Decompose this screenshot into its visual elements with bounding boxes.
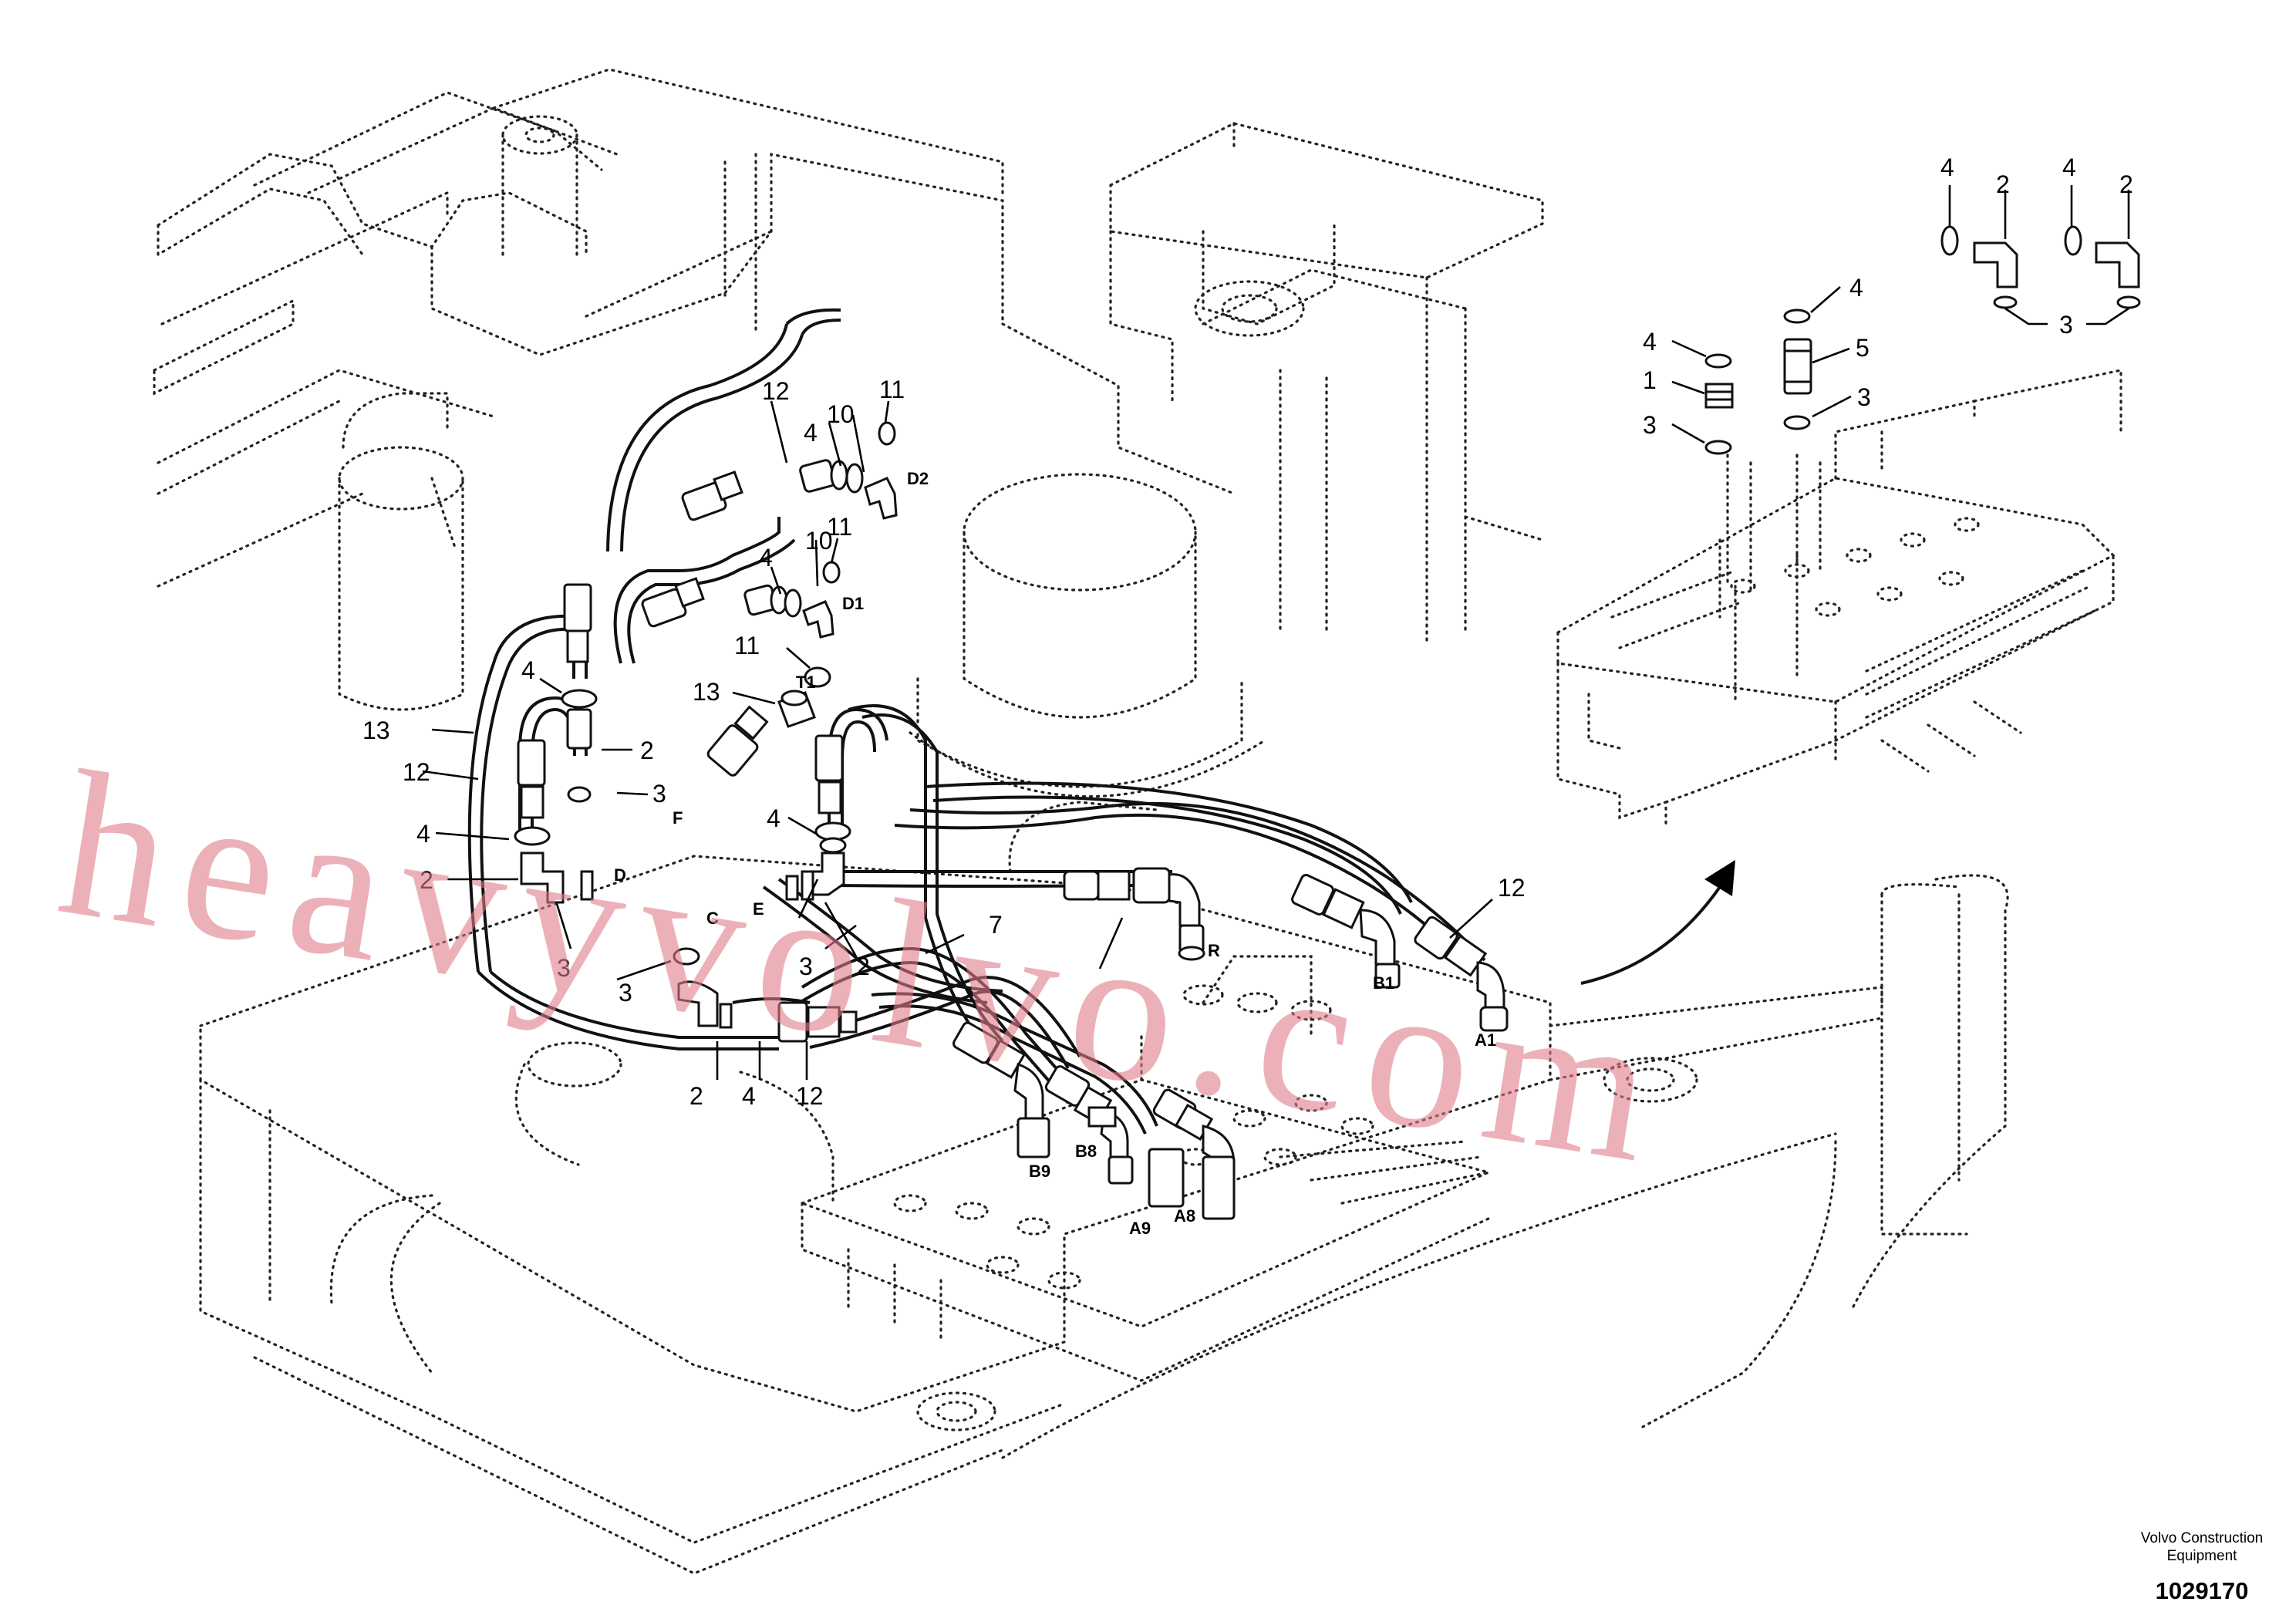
callout-7-right: 12 <box>1498 874 1526 902</box>
callout-2-mid-left: 2 <box>420 866 433 894</box>
port-r: R <box>1208 941 1220 960</box>
callout-2-bottom: 2 <box>689 1082 703 1110</box>
o-ring-3-inset-c <box>1993 295 2018 309</box>
callout-13: 13 <box>362 717 390 744</box>
callout-4-inset-a: 4 <box>1643 328 1657 356</box>
elbow-2-e <box>808 851 845 896</box>
hose-assemblies <box>467 308 1486 1135</box>
port-b1: B1 <box>1373 973 1394 993</box>
callout-7-bottom: 12 <box>796 1082 824 1110</box>
callout-5-inset: 5 <box>1856 334 1870 362</box>
callout-2-inset-c: 2 <box>1996 170 2010 198</box>
callout-3-inset-b: 3 <box>1857 383 1871 411</box>
watermark-text: heavyvolvo.com <box>47 727 1683 1209</box>
elbow-c <box>677 980 719 1027</box>
adapter-5-inset <box>1783 338 1812 395</box>
o-ring-3-inset-d <box>2116 295 2141 309</box>
callout-10-top: 10 <box>827 400 855 428</box>
callout-11-top: 11 <box>879 376 905 403</box>
elbow-2-inset <box>1973 241 2018 288</box>
elbow-2-left <box>520 851 565 904</box>
o-ring-4-mid <box>514 826 551 846</box>
callout-3-e: 3 <box>799 953 813 980</box>
callout-3-inset-c: 3 <box>2059 311 2073 339</box>
port-a8: A8 <box>1174 1206 1195 1226</box>
o-ring-4-inset-d <box>2064 225 2082 256</box>
transfer-arrowhead <box>1704 860 1735 896</box>
o-ring-3-left <box>567 786 592 803</box>
callout-3-mid-left: 3 <box>557 954 571 982</box>
callout-4-mid: 4 <box>759 544 773 572</box>
port-c: C <box>706 909 719 928</box>
callout-3-c: 3 <box>619 979 632 1007</box>
callout-4-left: 4 <box>521 656 535 684</box>
callout-9: 12 <box>762 377 790 405</box>
adapter-1-inset <box>1704 383 1734 409</box>
transfer-arrow <box>1580 885 1721 985</box>
o-ring-3-inset <box>1704 440 1732 455</box>
o-ring-11 <box>804 666 831 688</box>
port-t1: T1 <box>796 673 816 692</box>
callout-4-inset-c: 4 <box>1940 153 1954 181</box>
company-name-line2: Equipment <box>2167 1548 2238 1564</box>
o-ring-4-inset-b <box>1783 309 1811 324</box>
o-ring-3-c <box>673 947 700 966</box>
figure-footer: Volvo Construction Equipment 1029170 <box>2141 1530 2263 1604</box>
port-d: D <box>614 865 626 885</box>
callout-3-inset-a: 3 <box>1643 411 1657 439</box>
figure-number: 1029170 <box>2156 1577 2249 1604</box>
callout-7-left: 12 <box>403 758 430 786</box>
callout-4-inset-b: 4 <box>1849 274 1863 302</box>
port-e: E <box>753 899 764 919</box>
o-ring-4-inset-c <box>1940 225 1959 256</box>
callout-6: 7 <box>989 911 1003 939</box>
main-fittings <box>514 421 1509 1220</box>
port-d1: D1 <box>842 594 864 613</box>
port-b9: B9 <box>1029 1162 1050 1181</box>
callout-2-inset-d: 2 <box>2119 170 2133 198</box>
callout-4-mid-left: 4 <box>416 820 430 848</box>
leader-lines <box>422 400 1493 1080</box>
callout-4-inset-d: 4 <box>2062 153 2076 181</box>
callout-10-mid: 10 <box>805 527 833 555</box>
machine-frame-outline <box>153 68 2009 1575</box>
company-name-line1: Volvo Construction <box>2141 1530 2263 1546</box>
port-a9: A9 <box>1129 1219 1151 1238</box>
inset-fittings <box>1671 185 2141 455</box>
port-b8: B8 <box>1075 1141 1097 1161</box>
port-a1: A1 <box>1475 1030 1496 1050</box>
o-ring-4-left <box>561 689 598 709</box>
callout-2-e: 2 <box>856 953 870 980</box>
callout-labels: 12 10 11 4 10 11 4 11 13 4 2 3 13 12 4 2… <box>362 153 2133 1110</box>
callout-11-mid: 11 <box>827 513 852 541</box>
callout-4-bottom: 4 <box>742 1082 756 1110</box>
port-f: F <box>673 808 683 828</box>
port-d2: D2 <box>907 469 929 488</box>
callout-3-left: 3 <box>652 780 666 808</box>
callout-12: 13 <box>693 678 720 706</box>
callout-4-e: 4 <box>767 804 781 832</box>
port-labels: D2 D1 T1 F D E C R B1 A1 B9 B8 A9 A8 <box>614 469 1496 1238</box>
callout-1-inset: 1 <box>1643 366 1657 394</box>
callout-2-left: 2 <box>640 737 654 764</box>
callout-4-top: 4 <box>804 419 818 447</box>
o-ring-4-inset <box>1704 353 1732 369</box>
callout-11-low: 11 <box>734 632 760 659</box>
o-ring-3-inset-b <box>1783 415 1811 430</box>
elbow-2-inset-b <box>2095 241 2140 288</box>
control-valve-inset <box>1556 369 2122 827</box>
